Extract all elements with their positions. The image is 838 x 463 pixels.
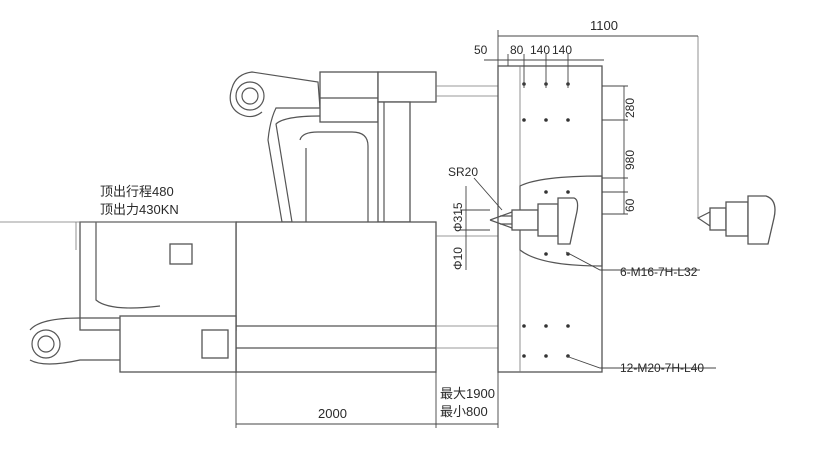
upper-toggle-link — [229, 71, 369, 223]
ejector-rod-assembly — [489, 197, 579, 245]
dim-140-b: 140 — [552, 43, 572, 57]
label-min-opening: 最小800 — [440, 404, 488, 419]
ejector-detail — [696, 36, 776, 245]
bottom-dimensions — [235, 372, 499, 428]
label-phi10: Φ10 — [451, 247, 465, 270]
dim-80: 80 — [510, 43, 524, 57]
left-dia-dimensions — [460, 177, 503, 270]
leaders — [565, 251, 716, 369]
right-dimensions — [602, 85, 628, 215]
tail-platen-base — [235, 221, 498, 373]
dim-50: 50 — [474, 43, 488, 57]
upper-pivot-circle — [235, 81, 265, 111]
dim-60: 60 — [623, 198, 637, 212]
lower-toggle-link — [29, 221, 237, 373]
dim-280: 280 — [623, 98, 637, 118]
label-ejector-stroke: 顶出行程480 — [100, 184, 174, 199]
upper-crosshead — [319, 71, 498, 223]
label-sr20: SR20 — [448, 165, 478, 179]
label-ejector-force: 顶出力430KN — [100, 202, 179, 217]
top-dimensions — [484, 30, 698, 88]
dim-140-a: 140 — [530, 43, 550, 57]
label-m20: 12-M20-7H-L40 — [620, 361, 704, 375]
dim-2000: 2000 — [318, 406, 347, 421]
label-phi315: Φ315 — [451, 202, 465, 232]
label-max-opening: 最大1900 — [440, 386, 495, 401]
dim-top-total: 1100 — [590, 18, 618, 33]
label-m16: 6-M16-7H-L32 — [620, 265, 698, 279]
lower-pivot-circle — [31, 329, 61, 359]
dim-980: 980 — [623, 150, 637, 170]
ejector-plate — [519, 175, 603, 267]
